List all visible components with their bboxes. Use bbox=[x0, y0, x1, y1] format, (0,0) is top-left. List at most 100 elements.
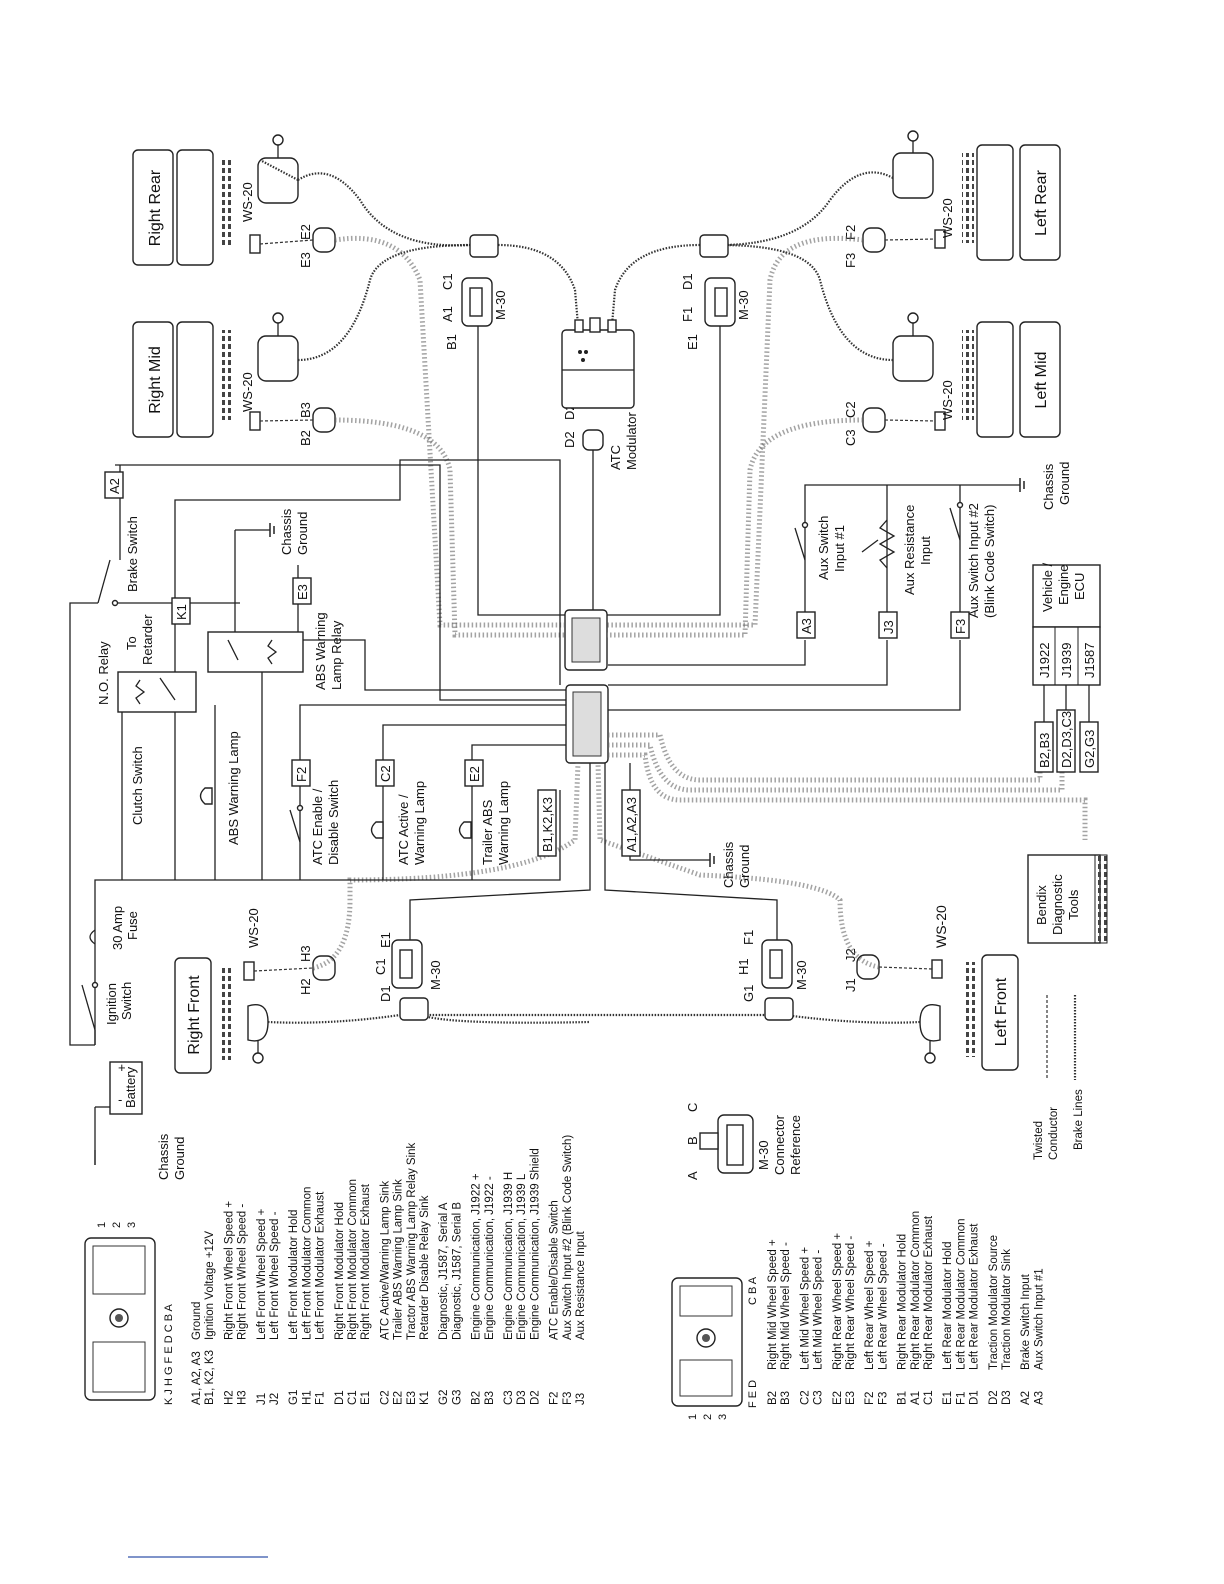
legend-pin-description: Right Front Modulator Exhaust bbox=[360, 1183, 372, 1340]
ecu-connector-lower bbox=[565, 684, 609, 764]
legend-pin-code: E2 bbox=[832, 1391, 844, 1405]
brake-chamber-left-mid bbox=[892, 312, 934, 382]
connector1-row: 1 bbox=[96, 1222, 108, 1228]
legend-pin-description: Left Front Modulator Exhaust bbox=[315, 1191, 327, 1340]
legend-pin-description: Retarder Disable Relay Sink bbox=[419, 1195, 431, 1340]
legend-pin-code: A3 bbox=[1033, 1391, 1045, 1405]
brake-chamber-right-front bbox=[247, 1004, 269, 1064]
tag-k1: K1 bbox=[174, 604, 189, 620]
tag-b2b3: B2,B3 bbox=[1037, 733, 1052, 768]
ground-symbols bbox=[94, 478, 1025, 1165]
m30-ref-title: Reference bbox=[788, 1115, 803, 1175]
aux-resistance: Aux Resistance Input bbox=[861, 505, 933, 595]
legend-pin-code: F3 bbox=[562, 1392, 574, 1405]
rear-modulator-valve-block bbox=[561, 317, 635, 409]
tag-g2g3: G2,G3 bbox=[1082, 730, 1097, 768]
connector2-row: 2 bbox=[702, 1414, 714, 1420]
legend-pin-code: B2 bbox=[471, 1391, 483, 1405]
legend-pin-code: C2 bbox=[379, 1390, 391, 1405]
ecu-bus-label: J1922 bbox=[1037, 643, 1052, 678]
legend-pin-code: E3 bbox=[406, 1391, 418, 1405]
pin-label: E3 bbox=[298, 252, 313, 268]
abs-relay-label: ABS Warning bbox=[313, 612, 328, 690]
fuse-label: 30 Amp bbox=[110, 906, 125, 950]
modulator-right-rear: A1 C1 B1 M-30 bbox=[440, 234, 508, 350]
connector1-row: 3 bbox=[126, 1222, 138, 1228]
legend-pin-description: Right Front Wheel Speed + bbox=[223, 1201, 235, 1340]
legend-pin-description: Trailer ABS Warning Lamp Sink bbox=[393, 1179, 405, 1340]
trailer-lamp-label: Trailer ABS bbox=[480, 799, 495, 865]
legend-pin-description: Ground bbox=[191, 1302, 203, 1340]
legend-pin-code: J3 bbox=[575, 1393, 587, 1405]
aux-switch-1: Aux Switch Input #1 bbox=[794, 516, 847, 580]
legend-pin-code: C1 bbox=[923, 1390, 935, 1405]
fuse-label: Fuse bbox=[125, 911, 140, 940]
legend-pin-description: Ignition Voltage +12V bbox=[204, 1231, 216, 1340]
legend-pin-description: Right Front Modulator Common bbox=[347, 1179, 359, 1340]
legend-pin-description: Right Mid Wheel Speed + bbox=[767, 1239, 779, 1370]
legend-pin-description: Aux Switch Input #2 (Blink Code Switch) bbox=[562, 1135, 574, 1340]
modulator-label: M-30 bbox=[794, 960, 809, 990]
chassis-ground-label: Chassis bbox=[1041, 463, 1056, 510]
legend-pin-description: Left Rear Modulator Hold bbox=[942, 1242, 954, 1370]
pin-label: D1 bbox=[680, 273, 695, 290]
legend-pin-code: A1 bbox=[910, 1391, 922, 1405]
pin-label: E2 bbox=[298, 224, 313, 240]
tag-j3: J3 bbox=[881, 620, 896, 634]
modulator-label: M-30 bbox=[493, 290, 508, 320]
no-relay-label: N.O. Relay bbox=[96, 641, 111, 705]
legend-pin-code: D2 bbox=[529, 1390, 541, 1405]
vehicle-engine-ecu: Vehicle / Engine ECU J1922 J1939 J1587 bbox=[1032, 562, 1101, 686]
battery-label: Battery bbox=[123, 1066, 138, 1108]
atc-lamp-label: Warning Lamp bbox=[412, 781, 427, 865]
pin-label: C1 bbox=[440, 273, 455, 290]
ignition-switch-label: Switch bbox=[119, 982, 134, 1020]
modulator-label: M-30 bbox=[428, 960, 443, 990]
connector1-row: 2 bbox=[111, 1222, 123, 1228]
wheel-label-right-front: Right Front bbox=[186, 975, 203, 1055]
abs-relay-label: Lamp Relay bbox=[329, 620, 344, 690]
m30-connector-reference: A B C M-30 Connector Reference bbox=[685, 1103, 803, 1180]
brake-chamber-left-front bbox=[919, 1004, 941, 1064]
legend-pin-code: H1 bbox=[301, 1390, 313, 1405]
legend-pin-code: H2 bbox=[223, 1390, 235, 1405]
tag-a3: A3 bbox=[799, 618, 814, 634]
connector2-columns-bottom: F E D bbox=[747, 1380, 759, 1408]
no-relay: N.O. Relay To Retarder bbox=[96, 614, 197, 713]
bendix-diagnostic-tools: Bendix Diagnostic Tools bbox=[1027, 854, 1108, 944]
tag-a1a2a3: A1,A2,A3 bbox=[624, 797, 639, 852]
legend-pin-code: E1 bbox=[942, 1391, 954, 1405]
pin-label: B2 bbox=[298, 430, 313, 446]
legend-pin-code: G3 bbox=[451, 1390, 463, 1405]
legend-pin-code: G1 bbox=[288, 1390, 300, 1405]
legend-pin-description: Traction Modulator Source bbox=[988, 1235, 1000, 1370]
legend-pin-description: Traction Modulator Sink bbox=[1001, 1249, 1013, 1370]
legend-pin-description: Left Mid Wheel Speed + bbox=[799, 1247, 811, 1370]
brake-lines bbox=[259, 159, 921, 1024]
ignition-switch-label: Ignition bbox=[104, 983, 119, 1025]
ecu-bus-label: J1587 bbox=[1082, 643, 1097, 678]
wheel-label-left-mid: Left Mid bbox=[1033, 352, 1050, 409]
chassis-ground-label: Chassis bbox=[279, 508, 294, 555]
diag-tools-label: Bendix bbox=[1034, 885, 1049, 925]
atc-switch-label: Disable Switch bbox=[326, 780, 341, 865]
sensor-right-rear: WS-20 E2 E3 bbox=[240, 182, 336, 268]
legend-pin-description: Left Mid Wheel Speed - bbox=[813, 1250, 825, 1370]
ecu-connector-2-face: C B A F E D 1 2 3 bbox=[671, 1276, 759, 1420]
pin-label: H3 bbox=[298, 945, 313, 962]
legend-pin-code: A1, A2, A3 bbox=[191, 1351, 203, 1405]
m30-pin-c: C bbox=[685, 1103, 700, 1112]
ignition-switch: Ignition Switch bbox=[81, 982, 134, 1045]
legend-pin-code: B3 bbox=[484, 1391, 496, 1405]
pin-label: F3 bbox=[843, 253, 858, 268]
legend-pin-description: Left Rear Modulator Common bbox=[955, 1219, 967, 1370]
ecu-label: ECU bbox=[1072, 573, 1087, 600]
pin-label: D2 bbox=[562, 431, 577, 448]
legend-pin-code: J1 bbox=[256, 1393, 268, 1405]
legend-pin-description: Engine Communication, J1922 - bbox=[484, 1176, 496, 1340]
aux-switch2-label: Aux Switch Input #2 bbox=[966, 503, 981, 618]
clutch-switch-label: Clutch Switch bbox=[130, 746, 145, 825]
tag-e2: E2 bbox=[467, 766, 482, 782]
wheel-left-front: Left Front bbox=[966, 954, 1019, 1071]
